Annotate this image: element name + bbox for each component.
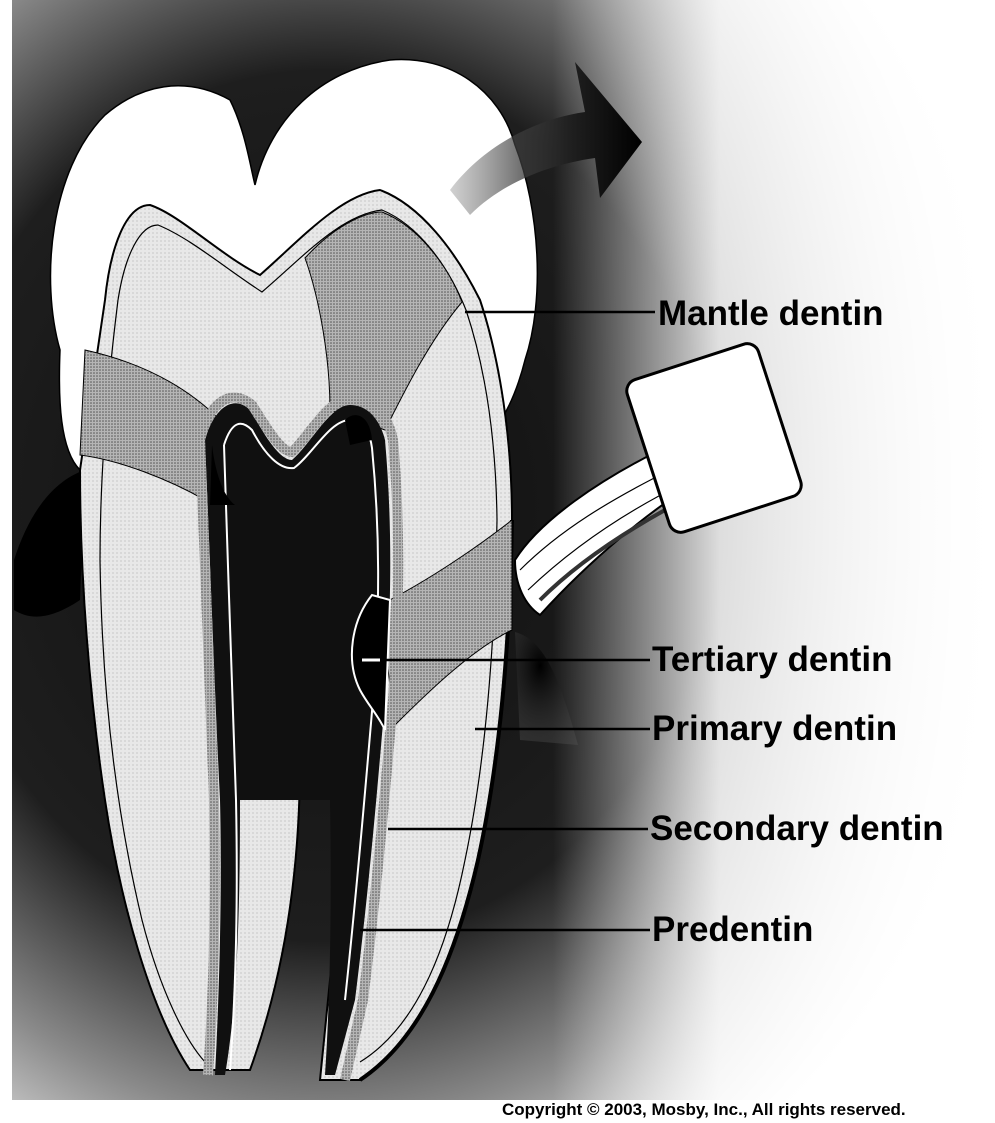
label-predentin: Predentin	[652, 912, 813, 947]
label-primary-dentin: Primary dentin	[652, 711, 897, 746]
copyright-notice: Copyright © 2003, Mosby, Inc., All right…	[502, 1101, 906, 1118]
left-border	[0, 0, 12, 1123]
label-tertiary-dentin: Tertiary dentin	[652, 642, 893, 677]
label-secondary-dentin: Secondary dentin	[650, 811, 944, 846]
label-mantle-dentin: Mantle dentin	[658, 296, 884, 331]
